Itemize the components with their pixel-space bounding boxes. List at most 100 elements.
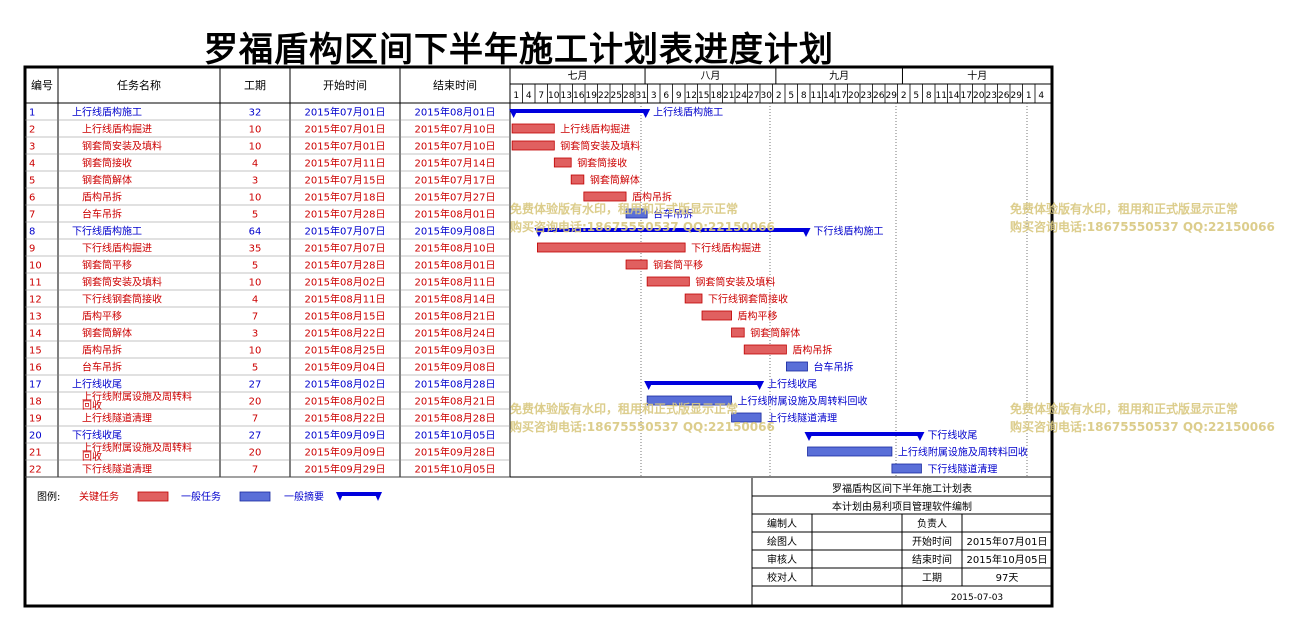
- task-name: 下行线收尾: [72, 429, 122, 442]
- task-id: 21: [29, 448, 42, 459]
- legend-title: 图例:: [37, 490, 60, 503]
- legend-summary-cap-right: [374, 492, 382, 501]
- task-duration: 7: [252, 414, 258, 425]
- task-bar-label: 钢套筒安装及填料: [695, 276, 775, 289]
- summary-bar: [807, 432, 922, 436]
- task-name: 钢套筒接收: [82, 157, 132, 170]
- task-duration: 10: [249, 125, 262, 136]
- critical-task-bar: [684, 293, 703, 304]
- task-start: 2015年09月09日: [305, 446, 386, 459]
- summary-bar: [537, 228, 808, 232]
- task-bar-label: 钢套筒安装及填料: [560, 140, 640, 153]
- day-tick-label: 2: [901, 91, 907, 101]
- task-duration: 20: [249, 448, 262, 459]
- task-start: 2015年08月22日: [305, 412, 386, 425]
- task-end: 2015年07月17日: [415, 174, 496, 187]
- day-tick-label: 6: [663, 91, 669, 101]
- legend-summary-swatch: [338, 492, 380, 496]
- day-tick-label: 9: [676, 91, 682, 101]
- summary-bar: [512, 109, 648, 113]
- task-end: 2015年10月05日: [415, 429, 496, 442]
- task-id: 22: [29, 465, 42, 476]
- task-end: 2015年09月08日: [415, 225, 496, 238]
- task-bar-label: 台车吊拆: [653, 208, 693, 221]
- normal-task-bar: [625, 208, 648, 219]
- day-tick-label: 17: [835, 91, 846, 101]
- info-value: 2015年10月05日: [967, 553, 1048, 566]
- day-tick-label: 5: [788, 91, 794, 101]
- day-tick-label: 26: [873, 91, 885, 101]
- legend-summary-cap-left: [336, 492, 344, 501]
- day-tick-label: 3: [651, 91, 657, 101]
- normal-task-bar: [786, 361, 808, 372]
- task-name: 上行线附属设施及周转料回收: [82, 390, 192, 412]
- task-bar-label: 上行线盾构施工: [653, 106, 723, 119]
- month-label: 九月: [829, 70, 849, 82]
- task-end: 2015年07月27日: [415, 191, 496, 204]
- watermark-line1: 免费体验版有水印，租用和正式版显示正常: [1010, 201, 1238, 216]
- day-tick-label: 1: [1026, 91, 1032, 101]
- task-bar-label: 钢套筒接收: [577, 157, 627, 170]
- summary-bar: [647, 381, 762, 385]
- day-tick-label: 14: [823, 91, 835, 101]
- day-tick-label: 5: [913, 91, 919, 101]
- info-box-date: 2015-07-03: [951, 593, 1003, 603]
- task-bar-label: 台车吊拆: [814, 361, 854, 374]
- day-tick-label: 8: [926, 91, 932, 101]
- month-label: 七月: [568, 70, 588, 82]
- task-id: 17: [29, 380, 42, 391]
- critical-task-bar: [625, 259, 648, 270]
- task-duration: 35: [249, 244, 262, 255]
- task-name: 台车吊拆: [82, 208, 122, 221]
- task-start: 2015年09月04日: [305, 361, 386, 374]
- critical-task-bar: [701, 310, 732, 321]
- task-duration: 10: [249, 278, 262, 289]
- task-end: 2015年08月01日: [415, 259, 496, 272]
- legend-summary-label: 一般摘要: [284, 490, 324, 503]
- info-value: 97天: [996, 573, 1019, 584]
- task-bar-label: 下行线盾构施工: [814, 225, 884, 238]
- task-name: 台车吊拆: [82, 361, 122, 374]
- day-tick-label: 12: [685, 91, 696, 101]
- month-label: 八月: [700, 70, 720, 82]
- info-box-title: 罗福盾构区间下半年施工计划表: [832, 482, 972, 495]
- info-label: 校对人: [767, 571, 797, 584]
- task-start: 2015年07月07日: [305, 242, 386, 255]
- day-tick-label: 29: [1010, 91, 1022, 101]
- critical-task-bar: [646, 276, 690, 287]
- day-tick-label: 31: [635, 91, 646, 101]
- task-end: 2015年07月10日: [415, 140, 496, 153]
- legend-normal-swatch: [239, 491, 271, 502]
- critical-task-bar: [537, 242, 686, 253]
- task-id: 6: [29, 193, 35, 204]
- task-start: 2015年08月22日: [305, 327, 386, 340]
- task-end: 2015年09月03日: [415, 344, 496, 357]
- task-name: 上行线收尾: [72, 378, 122, 391]
- summary-bar-cap-right: [915, 432, 925, 441]
- day-tick-label: 20: [848, 91, 860, 101]
- task-id: 19: [29, 414, 42, 425]
- task-id: 4: [29, 159, 35, 170]
- task-name: 上行线隧道清理: [82, 412, 152, 425]
- critical-task-bar: [731, 327, 745, 338]
- summary-bar-cap-left: [804, 432, 814, 441]
- task-id: 11: [29, 278, 42, 289]
- day-tick-label: 11: [810, 91, 821, 101]
- task-name: 盾构吊拆: [82, 191, 122, 204]
- info-label: 审核人: [767, 553, 797, 566]
- task-bar-label: 下行线收尾: [927, 429, 977, 442]
- task-name: 下行线钢套筒接收: [82, 293, 162, 306]
- task-duration: 27: [249, 431, 262, 442]
- task-start: 2015年07月11日: [305, 157, 386, 170]
- day-tick-label: 1: [513, 91, 519, 101]
- legend-critical-label: 关键任务: [79, 490, 119, 503]
- watermark-line1: 免费体验版有水印，租用和正式版显示正常: [510, 401, 738, 416]
- task-end: 2015年08月10日: [415, 242, 496, 255]
- task-name: 钢套筒安装及填料: [82, 140, 162, 153]
- watermark-line1: 免费体验版有水印，租用和正式版显示正常: [1010, 401, 1238, 416]
- task-id: 3: [29, 142, 35, 153]
- info-label: 编制人: [767, 517, 797, 530]
- watermark-line2: 购买咨询电话:18675550537 QQ:22150066: [1010, 419, 1275, 434]
- task-start: 2015年07月01日: [305, 123, 386, 136]
